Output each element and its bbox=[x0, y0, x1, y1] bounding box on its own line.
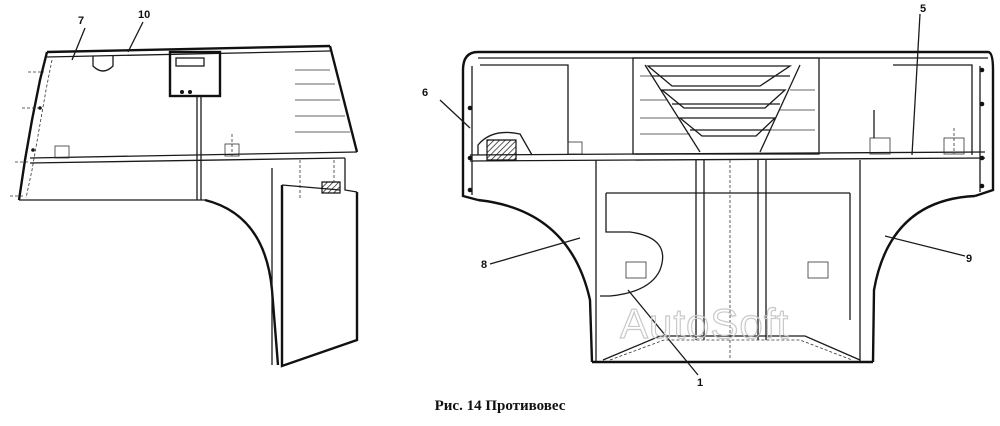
callout-7: 7 bbox=[78, 15, 84, 27]
callout-8: 8 bbox=[481, 259, 487, 271]
front-view bbox=[461, 50, 995, 364]
callout-9: 9 bbox=[966, 253, 972, 265]
figure-caption: Рис. 14 Противовес bbox=[434, 398, 566, 414]
callout-1: 1 bbox=[697, 377, 703, 389]
callout-10: 10 bbox=[138, 9, 150, 21]
watermark: AutoSoft bbox=[620, 300, 789, 347]
leader-lines bbox=[71, 13, 966, 376]
side-view bbox=[10, 44, 359, 368]
callout-6: 6 bbox=[422, 87, 428, 99]
callout-5: 5 bbox=[920, 3, 926, 15]
